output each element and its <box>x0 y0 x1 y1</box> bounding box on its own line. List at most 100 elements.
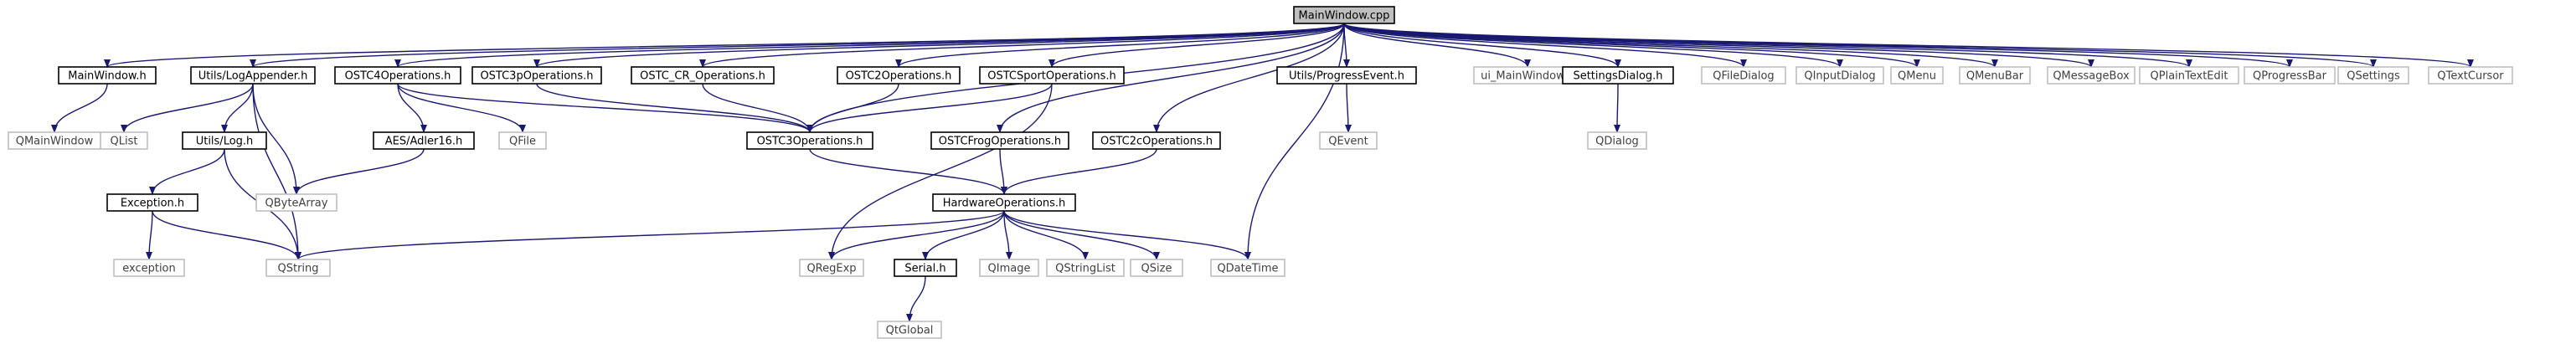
node-box-exception <box>113 259 185 277</box>
edge-mainwindow-cpp-to-ostcfrog-h <box>997 23 1345 133</box>
node-box-qprogressbar <box>2244 66 2336 85</box>
edge-ostccr-h-to-ostc3-h <box>702 83 813 133</box>
edge-hardware-h-to-qregexp <box>828 210 1005 260</box>
node-qtglobal: QtGlobal <box>877 321 942 339</box>
node-label-qtglobal: QtGlobal <box>886 325 934 337</box>
node-box-ostccr-h[interactable] <box>631 66 775 85</box>
node-logappender-h[interactable]: Utils/LogAppender.h <box>190 66 316 85</box>
node-ostc3-h[interactable]: OSTC3Operations.h <box>746 131 873 150</box>
node-box-ostcsport-h[interactable] <box>979 66 1125 85</box>
node-box-qmenu <box>1890 66 1944 85</box>
edge-adler16-h-to-qbytearray <box>293 148 425 195</box>
node-label-qevent: QEvent <box>1328 136 1368 148</box>
node-ostccr-h[interactable]: OSTC_CR_Operations.h <box>631 66 775 85</box>
node-hardware-h[interactable]: HardwareOperations.h <box>932 193 1076 212</box>
node-label-qprogressbar: QProgressBar <box>2253 70 2327 83</box>
node-progressevent-h[interactable]: Utils/ProgressEvent.h <box>1276 66 1417 85</box>
node-box-qlist <box>100 131 148 150</box>
node-box-qmenubar <box>1959 66 2031 85</box>
node-box-qimage <box>979 259 1039 277</box>
node-label-exception-h: Exception.h <box>121 198 184 210</box>
edge-hardware-h-to-qdatetime <box>1003 210 1251 260</box>
node-qevent: QEvent <box>1319 131 1378 150</box>
edge-mainwindow-cpp-to-qmenubar <box>1343 23 1998 68</box>
edge-mainwindow-cpp-to-ui-mainwindow-h <box>1343 23 1531 68</box>
node-label-qfiledialog: QFileDialog <box>1713 70 1774 83</box>
node-box-qstring <box>265 259 331 277</box>
node-box-qevent <box>1319 131 1378 150</box>
node-ostcfrog-h[interactable]: OSTCFrogOperations.h <box>930 131 1069 150</box>
node-label-qregexp: QRegExp <box>806 263 856 275</box>
node-box-mainwindow-h[interactable] <box>58 66 157 85</box>
node-label-qlist: QList <box>111 136 138 148</box>
node-box-adler16-h[interactable] <box>373 131 475 150</box>
edge-ostcfrog-h-to-hardware-h <box>999 148 1007 195</box>
node-mainwindow-h[interactable]: MainWindow.h <box>58 66 157 85</box>
edge-ostc4-h-to-adler16-h <box>397 83 427 133</box>
node-adler16-h[interactable]: AES/Adler16.h <box>373 131 475 150</box>
node-box-serial-h[interactable] <box>894 259 957 277</box>
node-qdialog: QDialog <box>1587 131 1647 150</box>
node-box-hardware-h[interactable] <box>932 193 1076 212</box>
node-box-ostc3p-h[interactable] <box>471 66 602 85</box>
edge-mainwindow-cpp-to-settingsdialog-h <box>1343 23 1621 68</box>
node-ostc2-h[interactable]: OSTC2Operations.h <box>837 66 961 85</box>
edge-ostcsport-h-to-qregexp <box>828 83 1053 260</box>
node-label-settingsdialog-h: SettingsDialog.h <box>1573 70 1662 83</box>
node-box-mainwindow-cpp[interactable] <box>1293 6 1395 24</box>
node-qfiledialog: QFileDialog <box>1701 66 1786 85</box>
node-label-qinputdialog: QInputDialog <box>1804 70 1875 83</box>
node-box-ostc4-h[interactable] <box>334 66 461 85</box>
node-box-ostc2c-h[interactable] <box>1092 131 1221 150</box>
edge-ostc4-h-to-qfile <box>397 83 526 133</box>
node-box-log-h[interactable] <box>182 131 267 150</box>
node-qdatetime: QDateTime <box>1210 259 1285 277</box>
node-box-qmessagebox <box>2047 66 2136 85</box>
node-label-qmainwindow: QMainWindow <box>16 136 94 148</box>
edge-settingsdialog-h-to-qdialog <box>1614 83 1621 133</box>
node-serial-h[interactable]: Serial.h <box>894 259 957 277</box>
edge-mainwindow-cpp-to-ostcsport-h <box>1048 23 1345 68</box>
node-box-settingsdialog-h[interactable] <box>1562 66 1674 85</box>
node-label-qmenubar: QMenuBar <box>1966 70 2024 83</box>
node-label-qplaintextedit: QPlainTextEdit <box>2151 70 2228 83</box>
node-qmenubar: QMenuBar <box>1959 66 2031 85</box>
node-label-ostc3p-h: OSTC3pOperations.h <box>480 70 593 83</box>
node-box-ostcfrog-h[interactable] <box>930 131 1069 150</box>
edge-layer <box>51 23 2474 322</box>
node-ostc3p-h[interactable]: OSTC3pOperations.h <box>471 66 602 85</box>
node-box-qplaintextedit <box>2139 66 2239 85</box>
node-box-ostc2-h[interactable] <box>837 66 961 85</box>
node-box-qsize <box>1130 259 1183 277</box>
node-label-ostc4-h: OSTC4Operations.h <box>345 70 451 83</box>
node-qmainwindow: QMainWindow <box>8 131 101 150</box>
node-exception-h[interactable]: Exception.h <box>106 193 198 212</box>
edge-hardware-h-to-qstring <box>295 210 1005 260</box>
node-box-ostc3-h[interactable] <box>746 131 873 150</box>
node-label-qstring: QString <box>277 263 318 275</box>
edge-exception-h-to-exception <box>146 210 153 260</box>
node-label-ostc2-h: OSTC2Operations.h <box>846 70 952 83</box>
node-ostc2c-h[interactable]: OSTC2cOperations.h <box>1092 131 1221 150</box>
node-label-ostccr-h: OSTC_CR_Operations.h <box>640 70 765 83</box>
node-ostcsport-h[interactable]: OSTCSportOperations.h <box>979 66 1125 85</box>
node-log-h[interactable]: Utils/Log.h <box>182 131 267 150</box>
node-box-qbytearray <box>255 193 337 212</box>
node-box-progressevent-h[interactable] <box>1276 66 1417 85</box>
edge-ostc2-h-to-ostc3-h <box>806 83 899 133</box>
node-settingsdialog-h[interactable]: SettingsDialog.h <box>1562 66 1674 85</box>
edge-mainwindow-cpp-to-ostc3p-h <box>533 23 1345 68</box>
node-box-exception-h[interactable] <box>106 193 198 212</box>
edge-mainwindow-h-to-qmainwindow <box>51 83 108 133</box>
edge-mainwindow-cpp-to-logappender-h <box>250 23 1345 68</box>
node-ui-mainwindow-h: ui_MainWindow.h <box>1473 66 1582 85</box>
edge-ostc3p-h-to-ostc3-h <box>536 83 813 133</box>
node-mainwindow-cpp[interactable]: MainWindow.cpp <box>1293 6 1395 24</box>
node-ostc4-h[interactable]: OSTC4Operations.h <box>334 66 461 85</box>
node-box-logappender-h[interactable] <box>190 66 316 85</box>
edge-hardware-h-to-serial-h <box>922 210 1005 260</box>
edge-logappender-h-to-log-h <box>221 83 254 133</box>
node-label-logappender-h: Utils/LogAppender.h <box>198 70 308 83</box>
node-qtextcursor: QTextCursor <box>2428 66 2513 85</box>
